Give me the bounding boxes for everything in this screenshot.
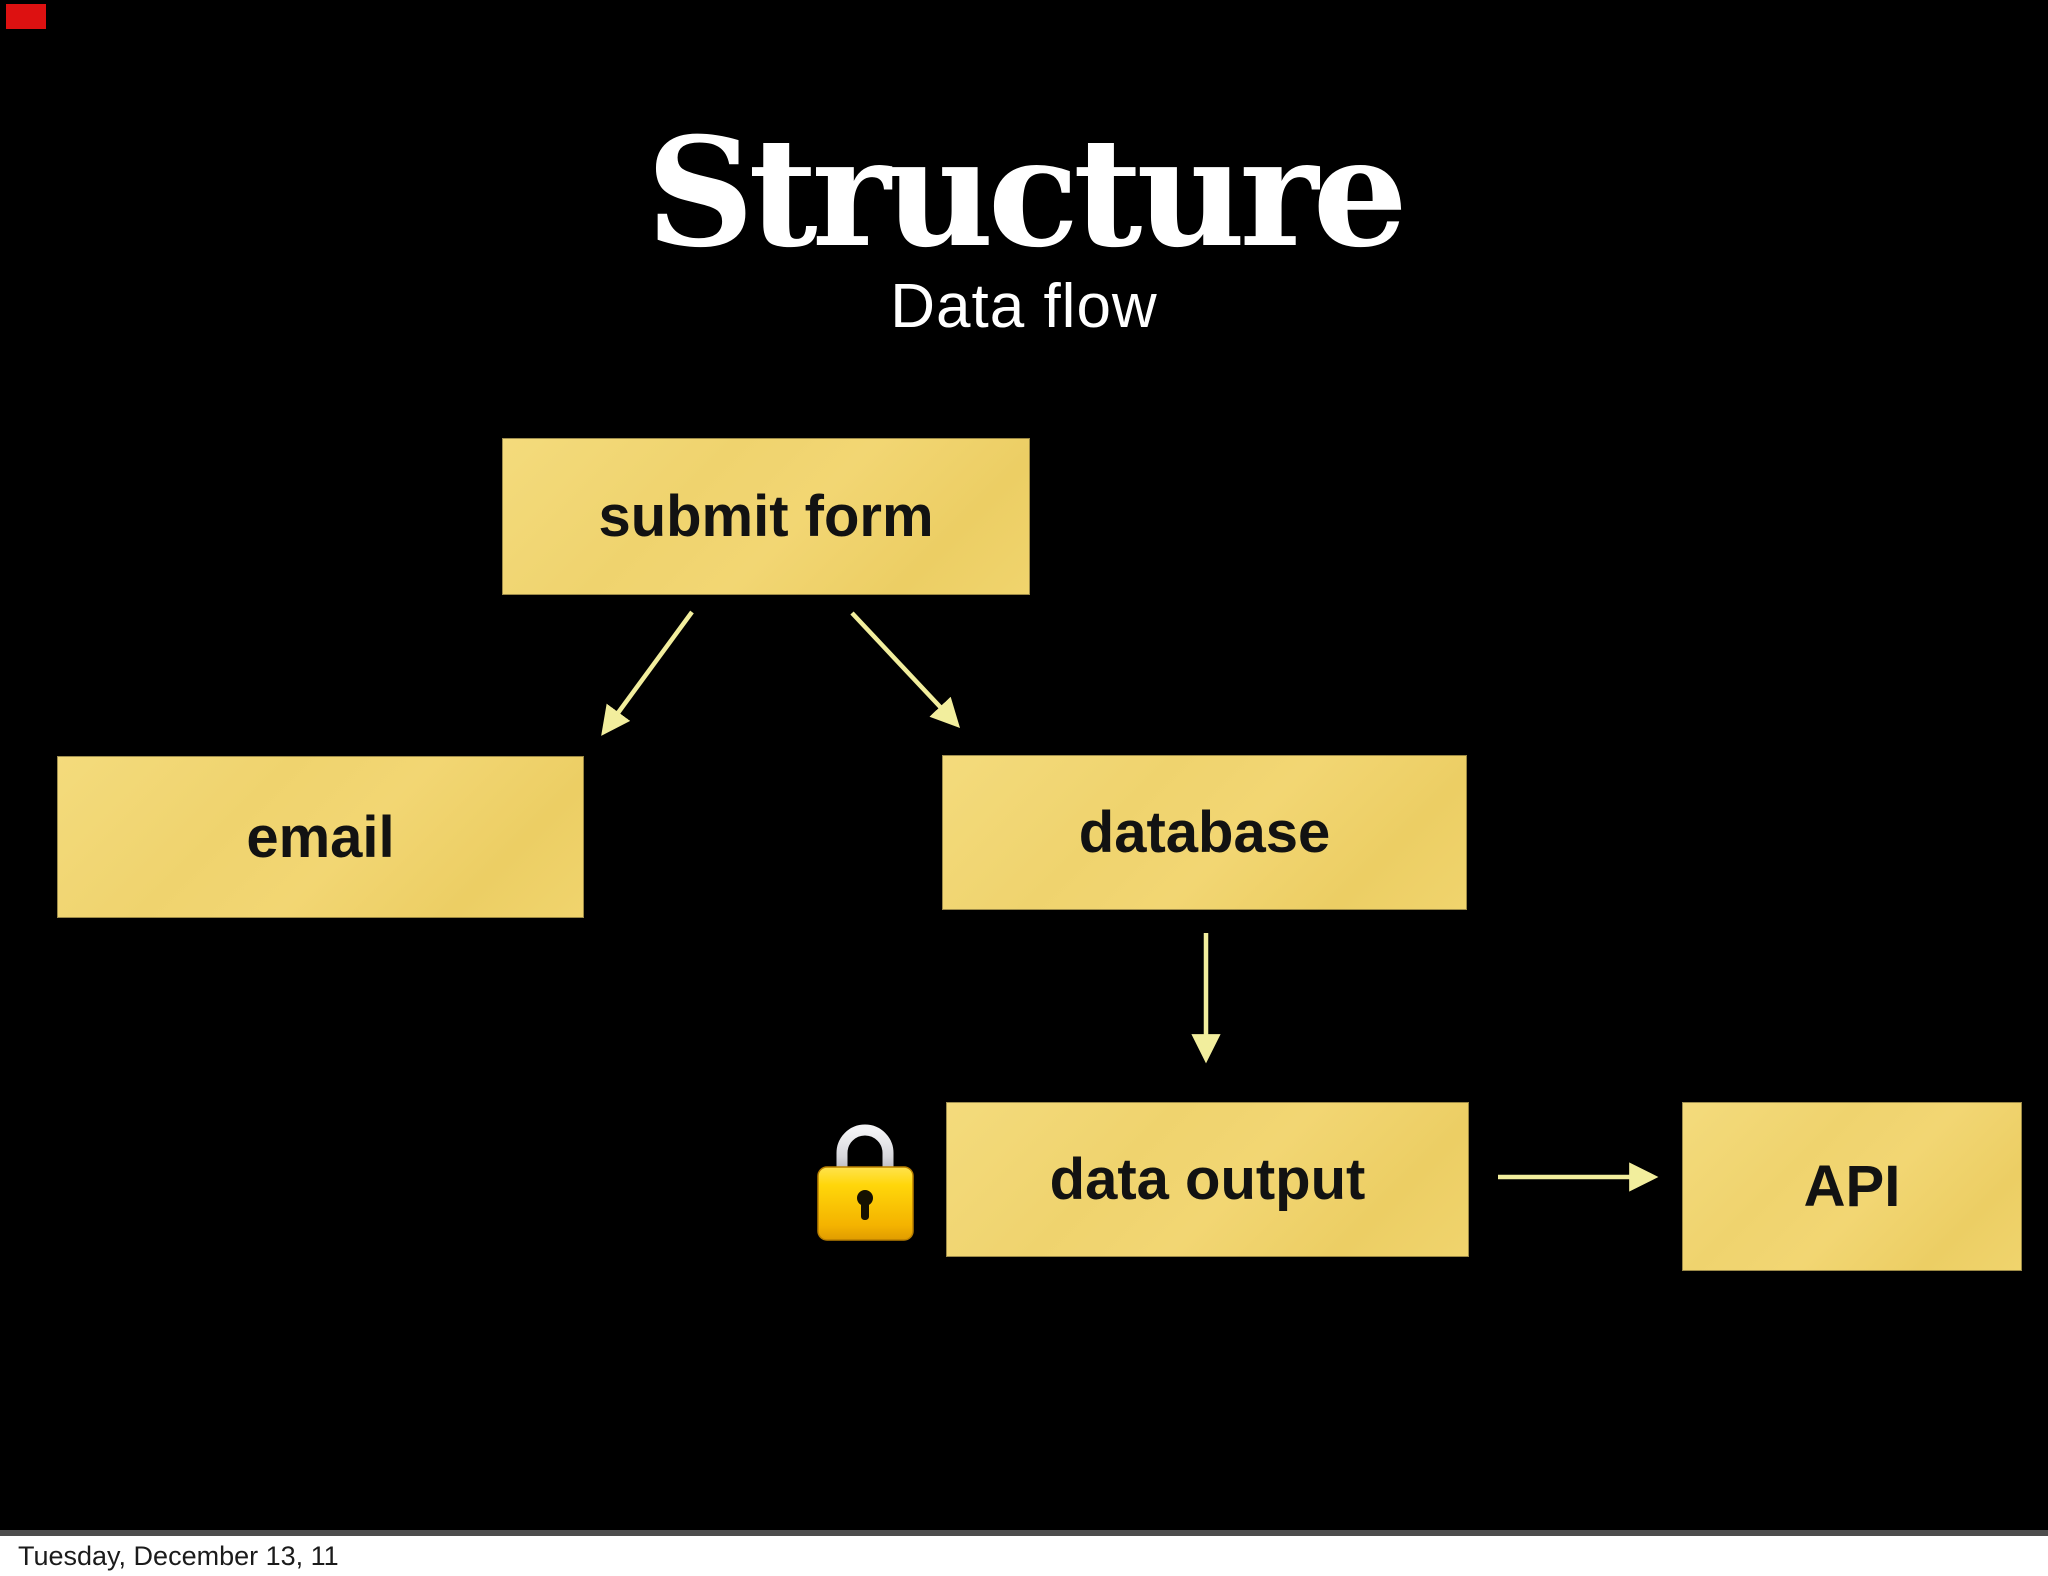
node-data-output: data output (946, 1102, 1469, 1257)
node-label: data output (1049, 1147, 1366, 1212)
arrow-submit-to-database (850, 611, 961, 729)
slide-title: Structure (646, 105, 1408, 281)
node-label: database (1078, 800, 1331, 865)
node-api: API (1682, 1102, 2022, 1271)
node-label: submit form (598, 484, 934, 549)
footer: Tuesday, December 13, 11 (0, 1536, 2048, 1576)
node-label: email (246, 804, 395, 870)
red-corner-mark (6, 4, 46, 29)
lock-icon (817, 1124, 914, 1241)
footer-date: Tuesday, December 13, 11 (18, 1541, 339, 1571)
node-label: API (1803, 1154, 1901, 1219)
slide-subtitle: Data flow (890, 272, 1158, 341)
arrow-submit-to-email (601, 610, 694, 736)
node-email: email (57, 756, 584, 918)
footer-divider (0, 1530, 2048, 1536)
node-submit-form: submit form (502, 438, 1030, 595)
node-database: database (942, 755, 1467, 910)
